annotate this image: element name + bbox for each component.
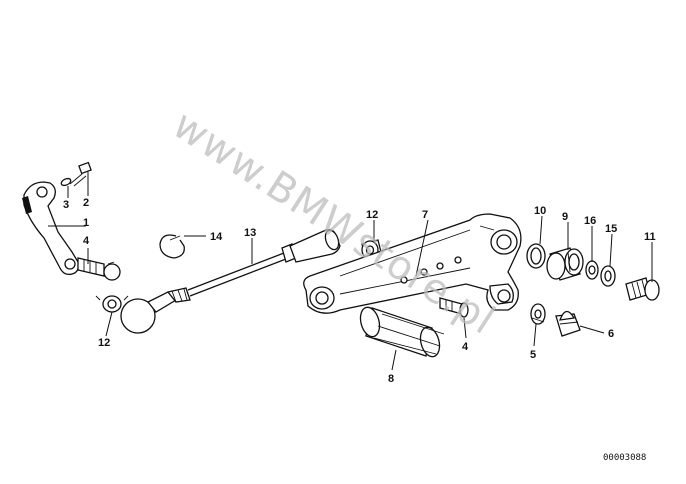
callout-12-left: 12 — [98, 337, 110, 349]
shift-rod-part-13 — [120, 228, 341, 334]
callout-1: 1 — [83, 217, 89, 229]
callout-7: 7 — [422, 209, 428, 221]
callout-11: 11 — [644, 231, 656, 243]
callout-4-right: 4 — [462, 341, 469, 353]
callout-8: 8 — [388, 373, 394, 385]
callout-16: 16 — [584, 215, 596, 227]
callout-10: 10 — [534, 205, 546, 217]
callout-15: 15 — [605, 223, 617, 235]
washer-part-3 — [60, 177, 72, 187]
callout-13: 13 — [244, 227, 256, 239]
washer-part-15 — [600, 265, 616, 287]
footrest-lever-part-7 — [303, 213, 522, 314]
cap-nut-part-6 — [555, 310, 581, 337]
leader-lines — [48, 172, 653, 371]
diagram-reference-number: 00003088 — [603, 453, 646, 463]
washer-part-5 — [530, 303, 546, 325]
spring-clip-part-14 — [159, 234, 185, 259]
shift-lever-part-1 — [22, 181, 80, 276]
bolt-part-11 — [625, 277, 660, 301]
callout-4-left: 4 — [83, 235, 90, 247]
footpeg-rubber-part-8 — [359, 306, 445, 358]
callout-5: 5 — [530, 349, 536, 361]
callout-2: 2 — [83, 197, 89, 209]
callout-3: 3 — [63, 199, 69, 211]
callout-labels: 1 2 3 4 12 14 13 12 7 10 9 16 15 11 4 5 … — [63, 197, 656, 385]
callout-12-middle: 12 — [366, 209, 378, 221]
ball-pin-part-4-left — [77, 257, 121, 281]
callout-6: 6 — [608, 328, 614, 340]
bolt-part-2 — [69, 161, 92, 187]
bolt-part-4-right — [439, 297, 469, 318]
bushing-part-12-left — [95, 295, 129, 313]
callout-14: 14 — [210, 231, 223, 243]
bearing-sleeve-part-9 — [546, 247, 584, 281]
callout-9: 9 — [562, 211, 568, 223]
ring-part-10 — [526, 243, 546, 269]
washer-part-16 — [585, 260, 599, 280]
